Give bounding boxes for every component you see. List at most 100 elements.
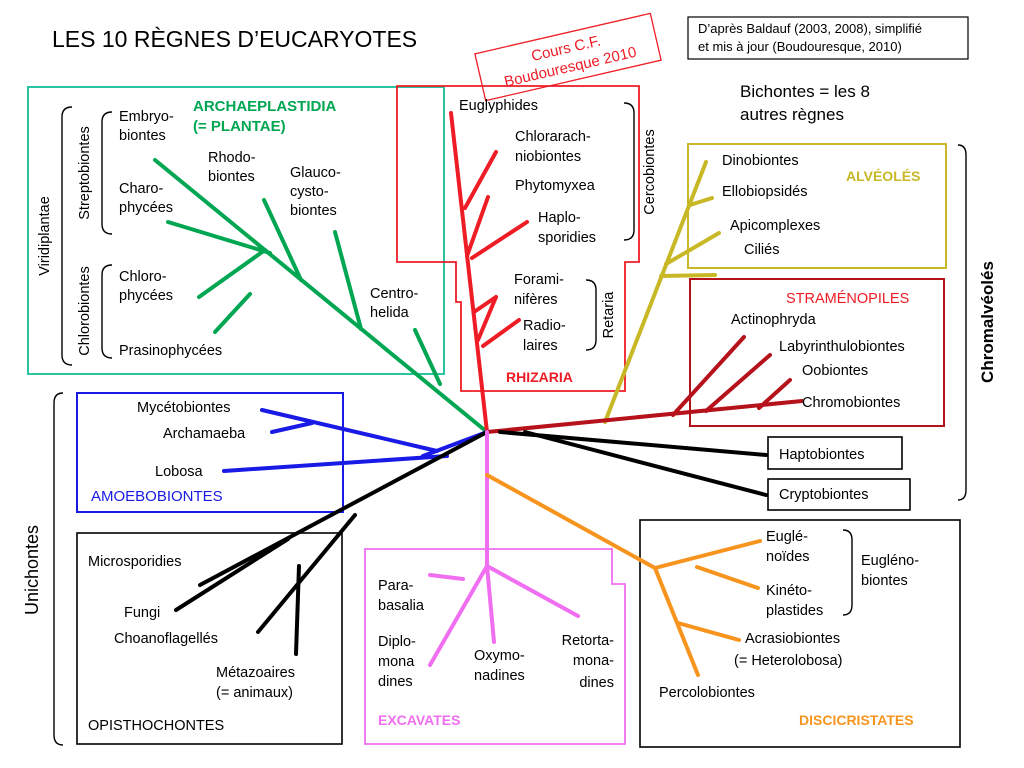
taxon-euglenoides-line-2: noïdes xyxy=(766,549,810,565)
taxon-retortamonadines-line-3: dines xyxy=(579,675,614,691)
alveoles-branches xyxy=(603,160,721,424)
taxon-euglenoides-line-1: Euglé- xyxy=(766,529,808,545)
source-note-line-1: D’après Baldauf (2003, 2008), simplifié xyxy=(698,21,922,36)
taxon-chlorarachniobiontes-line-1: Chlorarach- xyxy=(515,129,591,145)
chlorobiontes-bracket xyxy=(101,264,113,359)
excavates-label: EXCAVATES xyxy=(378,712,460,728)
chlorobiontes-label: Chlorobiontes xyxy=(77,266,93,355)
unichontes-label: Unichontes xyxy=(22,525,42,615)
taxon-diplomonadines-line-1: Diplo- xyxy=(378,634,416,650)
archaeplastidia-label-line-2: (= PLANTAE) xyxy=(193,118,286,135)
taxon-parabasalia-line-1: Para- xyxy=(378,578,414,594)
taxon-rhodobiontes-line-1: Rhodo- xyxy=(208,150,256,166)
taxon-embryobiontes-line-1: Embryo- xyxy=(119,109,174,125)
source-note-box xyxy=(687,16,969,60)
taxon-charophycees-line-1: Charo- xyxy=(119,181,163,197)
discicristates-box xyxy=(639,519,961,748)
chromalveoles-bracket xyxy=(957,144,967,501)
taxon-oxymonadines-line-2: nadines xyxy=(474,668,525,684)
amoebobiontes-branches xyxy=(222,408,489,473)
streptobiontes-bracket xyxy=(101,111,113,235)
taxon-diplomonadines-line-2: mona xyxy=(378,654,415,670)
taxon-ellobiopsides: Ellobiopsidés xyxy=(722,184,807,200)
taxon-haptobiontes: Haptobiontes xyxy=(779,447,864,463)
bichontes-note-line-1: Bichontes = les 8 xyxy=(740,82,870,101)
taxon-oxymonadines-line-1: Oxymo- xyxy=(474,648,525,664)
taxon-parabasalia-line-2: basalia xyxy=(378,598,425,614)
taxon-choanoflagelles: Choanoflagellés xyxy=(114,631,218,647)
archaeplastidia-branches xyxy=(153,158,489,434)
haptobiontes-box xyxy=(767,436,903,470)
stramenopiles-box xyxy=(689,278,945,427)
excavates-branches xyxy=(428,430,580,667)
taxon-chlorophycees-line-1: Chloro- xyxy=(119,269,167,285)
taxon-cilies: Ciliés xyxy=(744,242,779,258)
taxon-haplosporidies-line-2: sporidies xyxy=(538,230,596,246)
taxon-glaucocystobiontes-line-1: Glauco- xyxy=(290,165,341,181)
euglenobiontes-label-line-1: Eugléno- xyxy=(861,553,919,569)
cryptobiontes-box xyxy=(767,478,911,511)
opisthochontes-box xyxy=(76,532,343,745)
chromalveoles-label: Chromalvéolés xyxy=(978,261,997,383)
taxon-actinophryda: Actinophryda xyxy=(731,312,817,328)
taxon-centrohelida-line-2: helida xyxy=(370,305,410,321)
taxon-prasinophycees: Prasinophycées xyxy=(119,343,222,359)
taxon-labyrinthulobiontes: Labyrinthulobiontes xyxy=(779,339,905,355)
taxon-phytomyxea: Phytomyxea xyxy=(515,178,596,194)
taxon-retortamonadines-line-1: Retorta- xyxy=(562,633,615,649)
taxon-cryptobiontes: Cryptobiontes xyxy=(779,487,868,503)
discicristates-label: DISCICRISTATES xyxy=(799,712,914,728)
taxon-oobiontes: Oobiontes xyxy=(802,363,868,379)
opisthochontes-label: OPISTHOCHONTES xyxy=(88,718,224,734)
bichontes-note-line-2: autres règnes xyxy=(740,105,844,124)
taxon-kinetoplastides-line-2: plastides xyxy=(766,603,823,619)
taxon-foraminiferes-line-1: Forami- xyxy=(514,272,564,288)
taxon-haplosporidies-line-1: Haplo- xyxy=(538,210,581,226)
stramenopiles-branches xyxy=(485,335,804,434)
diagram-title: LES 10 RÈGNES D’EUCARYOTES xyxy=(52,26,417,52)
stramenopiles-label: STRAMÉNOPILES xyxy=(786,290,909,307)
taxon-acrasiobiontes-line-1: Acrasiobiontes xyxy=(745,631,840,647)
taxon-chromobiontes: Chromobiontes xyxy=(802,395,900,411)
taxon-metazoaires-line-2: (= animaux) xyxy=(216,685,293,701)
taxon-chlorophycees-line-2: phycées xyxy=(119,288,173,304)
taxon-microsporidies: Microsporidies xyxy=(88,554,181,570)
taxon-lobosa: Lobosa xyxy=(155,464,204,480)
taxon-chlorarachniobiontes-line-2: niobiontes xyxy=(515,149,581,165)
taxon-embryobiontes-line-2: biontes xyxy=(119,128,166,144)
unichontes-black-branches xyxy=(174,430,768,656)
alveoles-label: ALVÉOLÉS xyxy=(846,168,920,184)
discicristates-branches xyxy=(485,473,762,677)
unichontes-bracket xyxy=(53,392,64,746)
euglenobiontes-bracket xyxy=(842,529,853,616)
rhizaria-branches xyxy=(449,111,529,434)
taxon-archamaeba: Archamaeba xyxy=(163,426,246,442)
rhizaria-label: RHIZARIA xyxy=(506,369,573,385)
taxon-radiolaires-line-2: laires xyxy=(523,338,558,354)
euglenobiontes-label-line-2: biontes xyxy=(861,573,908,589)
taxon-glaucocystobiontes-line-2: cysto- xyxy=(290,184,329,200)
taxon-glaucocystobiontes-line-3: biontes xyxy=(290,203,337,219)
taxon-charophycees-line-2: phycées xyxy=(119,200,173,216)
taxon-rhodobiontes-line-2: biontes xyxy=(208,169,255,185)
viridiplantae-bracket xyxy=(61,106,73,366)
archaeplastidia-label-line-1: ARCHAEPLASTIDIA xyxy=(193,98,337,115)
amoebobiontes-box xyxy=(76,392,344,513)
course-stamp: Cours C.F. Boudouresque 2010 xyxy=(474,12,662,102)
taxon-diplomonadines-line-3: dines xyxy=(378,674,413,690)
source-note-line-2: et mis à jour (Boudouresque, 2010) xyxy=(698,39,902,54)
taxon-fungi: Fungi xyxy=(124,605,160,621)
taxon-kinetoplastides-line-1: Kinéto- xyxy=(766,583,812,599)
excavates-box xyxy=(364,548,626,745)
taxon-centrohelida-line-1: Centro- xyxy=(370,286,419,302)
cercobiontes-bracket xyxy=(623,102,635,241)
cercobiontes-label: Cercobiontes xyxy=(642,129,658,214)
taxon-euglyphides: Euglyphides xyxy=(459,98,538,114)
amoebobiontes-label: AMOEBOBIONTES xyxy=(91,488,223,505)
taxon-radiolaires-line-1: Radio- xyxy=(523,318,566,334)
course-stamp-box xyxy=(474,12,662,102)
taxon-metazoaires-line-1: Métazoaires xyxy=(216,665,295,681)
retaria-label: Retaria xyxy=(601,291,617,339)
taxon-foraminiferes-line-2: nifères xyxy=(514,292,558,308)
taxon-dinobiontes: Dinobiontes xyxy=(722,153,799,169)
